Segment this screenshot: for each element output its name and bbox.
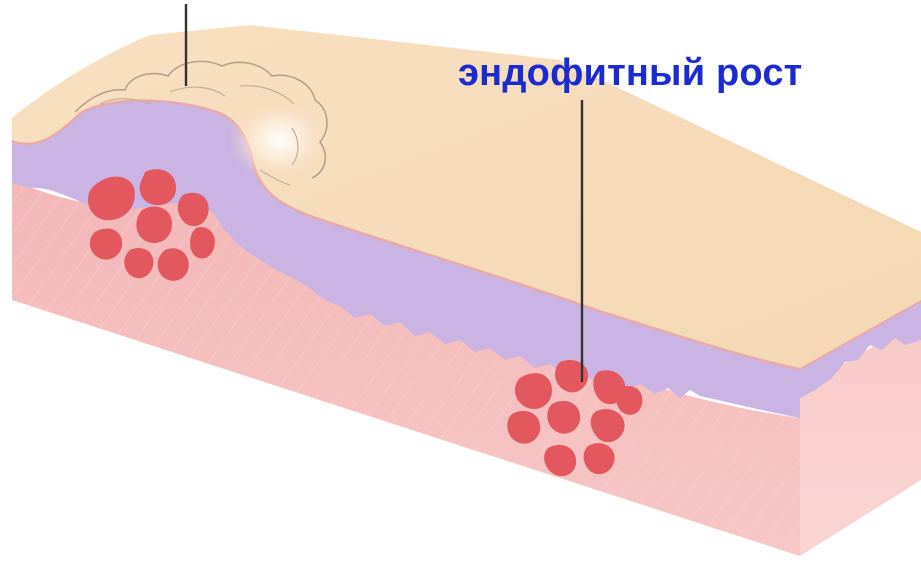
endophytic-growth-label: эндофитный рост bbox=[458, 50, 802, 96]
exophytic-bulge-highlight bbox=[228, 98, 332, 182]
